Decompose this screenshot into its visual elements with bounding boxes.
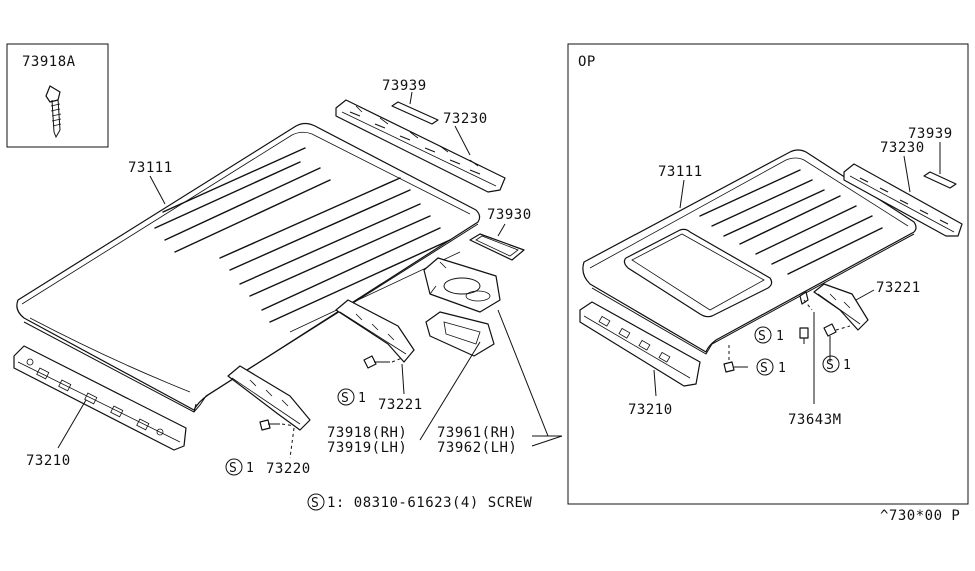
rear-seal-left: 73939 [382, 78, 439, 125]
screw-note: S 1: 08310-61623(4) SCREW [307, 493, 532, 511]
bolt-icon [45, 85, 62, 139]
screw-symbol-right-b: S [760, 361, 768, 376]
roof-panel-left: 73111 [16, 122, 481, 413]
lamp-cover-left: 73930 [469, 207, 532, 261]
label-side-rail-right: 73221 [876, 280, 921, 296]
bracket-962-left [425, 311, 495, 357]
rear-rail-right: 73230 [843, 140, 963, 237]
label-rear-seal: 73939 [382, 78, 427, 94]
screw-symbol-right-c: S [826, 358, 834, 373]
inset-part-number: 73918A [22, 54, 76, 70]
rear-seal-right: 73939 [908, 126, 957, 189]
front-rail-right: 73210 [579, 301, 701, 418]
side-rail-221-left: S 1 73221 [335, 299, 423, 413]
label-rear-rail: 73230 [443, 111, 488, 127]
front-rail-left: 73210 [13, 345, 187, 469]
screw-qty-right-b: 1 [778, 361, 786, 376]
label-lamp-cover: 73930 [487, 207, 532, 223]
screw-right-b: S 1 [723, 345, 786, 376]
screw-icon-220 [259, 419, 280, 431]
option-box-label: OP [578, 54, 596, 70]
label-bracket-962-lh: 73962(LH) [437, 440, 517, 456]
bracket-961-left [423, 257, 501, 313]
screw-symbol-220: S [229, 461, 237, 476]
label-front-rail-right: 73210 [628, 402, 673, 418]
screw-qty-221: 1 [358, 391, 366, 406]
label-roof-panel: 73111 [128, 160, 173, 176]
label-roof-panel-right: 73111 [658, 164, 703, 180]
label-bracket-rh: 73918(RH) [327, 425, 407, 441]
label-bracket-961-rh: 73961(RH) [437, 425, 517, 441]
roof-grooves [154, 147, 461, 333]
label-side-rail-220: 73220 [266, 461, 311, 477]
label-bracket-lh: 73919(LH) [327, 440, 407, 456]
label-rear-seal-right: 73939 [908, 126, 953, 142]
screw-qty-220: 1 [246, 461, 254, 476]
screw-note-text: 1: 08310-61623(4) SCREW [327, 495, 532, 511]
screw-right-c: S 1 [822, 323, 851, 373]
screw-note-symbol: S [311, 496, 319, 511]
sunroof-opening [623, 228, 773, 318]
side-rail-right: 73221 [813, 280, 921, 331]
drain-hose-right: 73643M [788, 291, 842, 428]
label-drain-hose: 73643M [788, 412, 842, 428]
roof-grooves-right [699, 169, 883, 275]
screw-qty-right-c: 1 [843, 358, 851, 373]
label-rear-rail-right: 73230 [880, 140, 925, 156]
screw-qty-right-a: 1 [776, 329, 784, 344]
screw-icon-221 [363, 355, 390, 369]
screw-symbol-221: S [341, 391, 349, 406]
label-front-rail: 73210 [26, 453, 71, 469]
rear-rail-left: 73230 [335, 99, 506, 193]
option-box: OP 73111 73230 [567, 43, 969, 505]
inset-bolt-box: 73918A [6, 43, 109, 148]
side-rail-220-left: S 1 73220 [225, 365, 311, 477]
roof-panel-right: 73111 [582, 149, 917, 355]
footer-code: ^730*00 P [880, 508, 960, 524]
label-side-rail-221: 73221 [378, 397, 423, 413]
screw-symbol-right-a: S [758, 329, 766, 344]
front-rail-holes [26, 358, 164, 436]
screw-right-a: S 1 [754, 326, 809, 344]
